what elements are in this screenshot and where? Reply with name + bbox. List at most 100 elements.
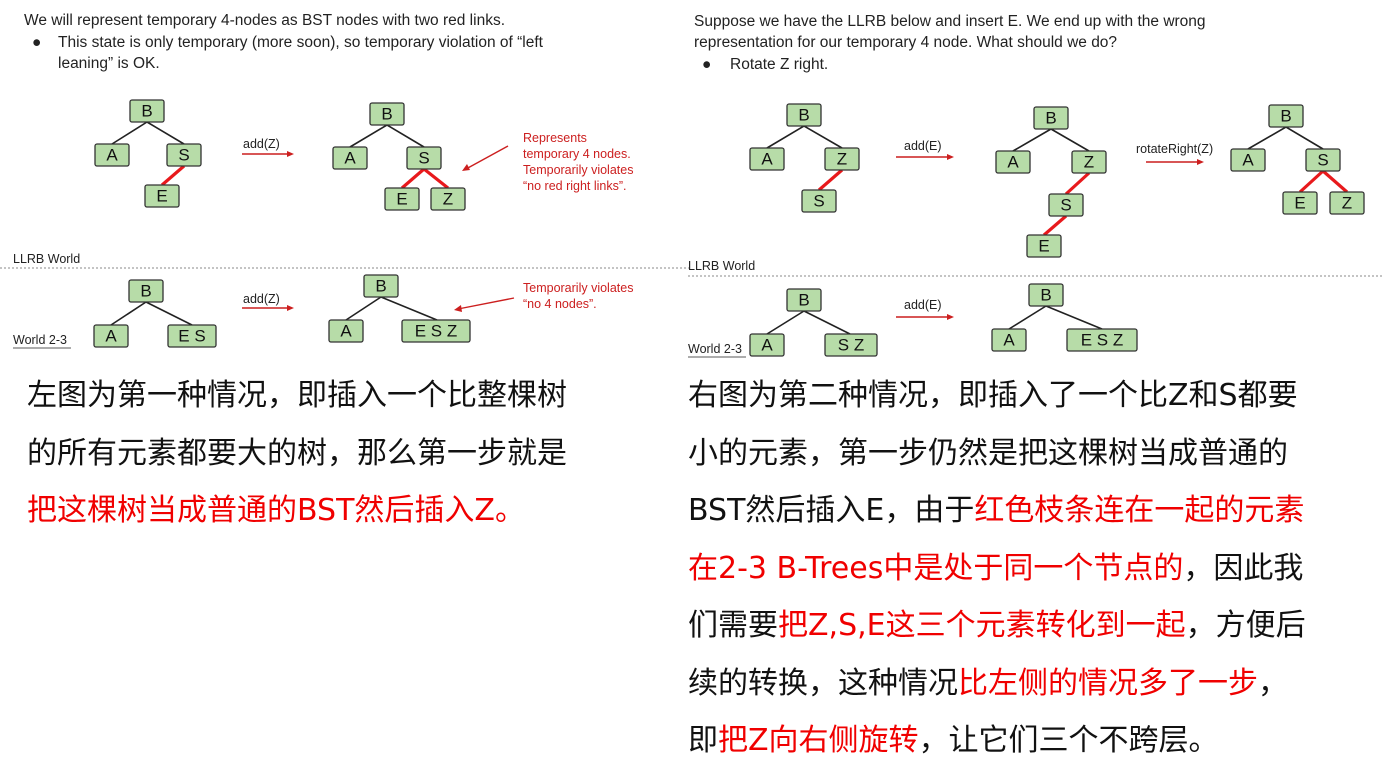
- node-s: S: [1305, 148, 1341, 172]
- svg-text:Z: Z: [837, 150, 847, 169]
- red-link-s-e: [1042, 214, 1068, 237]
- node-e: E: [1026, 234, 1062, 258]
- op-rotate-right-z: rotateRight(Z): [1136, 142, 1213, 156]
- edge-b-s: [1285, 126, 1324, 150]
- svg-text:B: B: [381, 105, 392, 124]
- svg-text:E S: E S: [178, 327, 205, 346]
- world-2-3-label: World 2-3: [13, 333, 67, 347]
- svg-text:E: E: [396, 190, 407, 209]
- node-z: Z: [430, 187, 466, 211]
- svg-text:B: B: [140, 282, 151, 301]
- node-b: B: [128, 279, 164, 303]
- left-diagram: B A S E add(Z) B A S E Z Represents: [0, 99, 690, 349]
- svg-text:E: E: [1038, 237, 1049, 256]
- tree-23-after: B A E S Z: [991, 283, 1138, 352]
- note-no-4-nodes: Temporarily violates “no 4 nodes”.: [523, 281, 637, 311]
- op-add-e: add(E): [904, 139, 942, 153]
- edge-b-a: [766, 125, 805, 149]
- llrb-tree-after-rotate: B A S E Z: [1230, 104, 1365, 215]
- llrb-world-label: LLRB World: [688, 259, 755, 273]
- line-7-highlight: 把Z向右侧旋转: [718, 723, 919, 758]
- node-b: B: [1033, 106, 1069, 130]
- node-e: E: [144, 184, 180, 208]
- op-add-e-23: add(E): [904, 298, 942, 312]
- annotation-arrow-icon: [462, 145, 509, 171]
- tree-23-after: B A E S Z: [328, 274, 471, 343]
- bullet-dot-icon: ●: [702, 56, 712, 73]
- svg-text:Z: Z: [1342, 194, 1352, 213]
- line-6-plain-a: 续的转换，这种情况: [688, 665, 958, 701]
- svg-text:B: B: [1280, 107, 1291, 126]
- llrb-tree-start: B A Z S: [749, 103, 860, 213]
- bullet-dot-icon: ●: [32, 34, 42, 51]
- op-add-z-23: add(Z): [243, 292, 280, 306]
- node-b: B: [129, 99, 165, 123]
- edge-b-z: [803, 125, 843, 149]
- svg-text:S: S: [1060, 196, 1071, 215]
- op-add-z: add(Z): [243, 137, 280, 151]
- right-explanation-line-4: 在2-3 B-Trees中是处于同一个节点的，因此我: [688, 540, 1378, 598]
- world-2-3-label: World 2-3: [688, 342, 742, 356]
- right-explanation-line-2: 小的元素，第一步仍然是把这棵树当成普通的: [688, 435, 1288, 471]
- svg-text:Z: Z: [443, 190, 453, 209]
- tree-23-before: B A S Z: [749, 288, 878, 357]
- red-link-s-z: [1321, 169, 1349, 194]
- line-3-plain: BST然后插入E，由于: [688, 493, 975, 528]
- left-slide-heading: We will represent temporary 4-nodes as B…: [24, 12, 505, 29]
- svg-text:A: A: [106, 146, 118, 165]
- red-link-s-e: [1298, 169, 1325, 194]
- edge-b-s: [146, 121, 185, 145]
- node-e: E: [384, 187, 420, 211]
- arrow-right-icon: [242, 151, 294, 157]
- bullet-line-1: This state is only temporary (more soon)…: [58, 34, 543, 51]
- right-explanation-line-7: 即把Z向右侧旋转，让它们三个不跨层。: [688, 712, 1378, 770]
- llrb-tree-before: B A S E: [94, 99, 202, 208]
- svg-text:B: B: [141, 102, 152, 121]
- svg-text:A: A: [1007, 153, 1019, 172]
- svg-text:S: S: [178, 146, 189, 165]
- node-b: B: [1028, 283, 1064, 307]
- svg-text:B: B: [798, 291, 809, 310]
- right-explanation-line-5: 们需要把Z,S,E这三个元素转化到一起，方便后: [688, 597, 1378, 655]
- svg-text:A: A: [1242, 151, 1254, 170]
- annotation-arrow-icon: [454, 297, 515, 312]
- arrow-right-icon: [1146, 159, 1204, 165]
- edge-b-z: [1050, 128, 1090, 152]
- note-temporary-4-nodes: Represents temporary 4 nodes. Temporaril…: [523, 131, 637, 193]
- node-b: B: [1268, 104, 1304, 128]
- edge-b-sz: [803, 310, 851, 335]
- svg-text:E: E: [1294, 194, 1305, 213]
- llrb-world-label: LLRB World: [13, 252, 80, 266]
- llrb-tree-after: B A S E Z: [332, 102, 466, 211]
- svg-text:B: B: [1045, 109, 1056, 128]
- node-a: A: [995, 150, 1031, 174]
- arrow-right-icon: [896, 154, 954, 160]
- arrow-right-icon: [896, 314, 954, 320]
- line-7-plain-b: ，让它们三个不跨层。: [918, 723, 1219, 758]
- node-s: S: [166, 143, 202, 167]
- left-explanation-line-1: 左图为第一种情况，即插入一个比整棵树: [27, 378, 567, 413]
- node-z: Z: [824, 147, 860, 171]
- edge-b-a: [766, 310, 805, 335]
- node-b: B: [786, 103, 822, 127]
- edge-b-a: [1008, 305, 1047, 330]
- line-5-plain-b: ，方便后: [1185, 608, 1306, 643]
- svg-text:S: S: [1317, 151, 1328, 170]
- arrow-right-icon: [242, 305, 294, 311]
- svg-text:S: S: [418, 149, 429, 168]
- edge-b-a: [345, 296, 382, 321]
- node-z: Z: [1329, 191, 1365, 215]
- node-a: A: [991, 328, 1027, 352]
- right-explanation-line-1: 右图为第二种情况，即插入了一个比Z和S都要: [688, 378, 1298, 413]
- node-a: A: [749, 147, 785, 171]
- node-b: B: [786, 288, 822, 312]
- edge-b-esz: [1045, 305, 1103, 330]
- node-b: B: [363, 274, 399, 298]
- bullet-line-2: leaning” is OK.: [58, 55, 160, 72]
- red-link-z-s: [817, 168, 844, 192]
- node-es: E S: [167, 324, 217, 348]
- left-explanation-line-2: 的所有元素都要大的树，那么第一步就是: [27, 435, 567, 471]
- bullet-rotate-text: Rotate Z right.: [730, 56, 829, 73]
- line-4-plain: ，因此我: [1183, 550, 1304, 586]
- node-esz: E S Z: [1066, 328, 1138, 352]
